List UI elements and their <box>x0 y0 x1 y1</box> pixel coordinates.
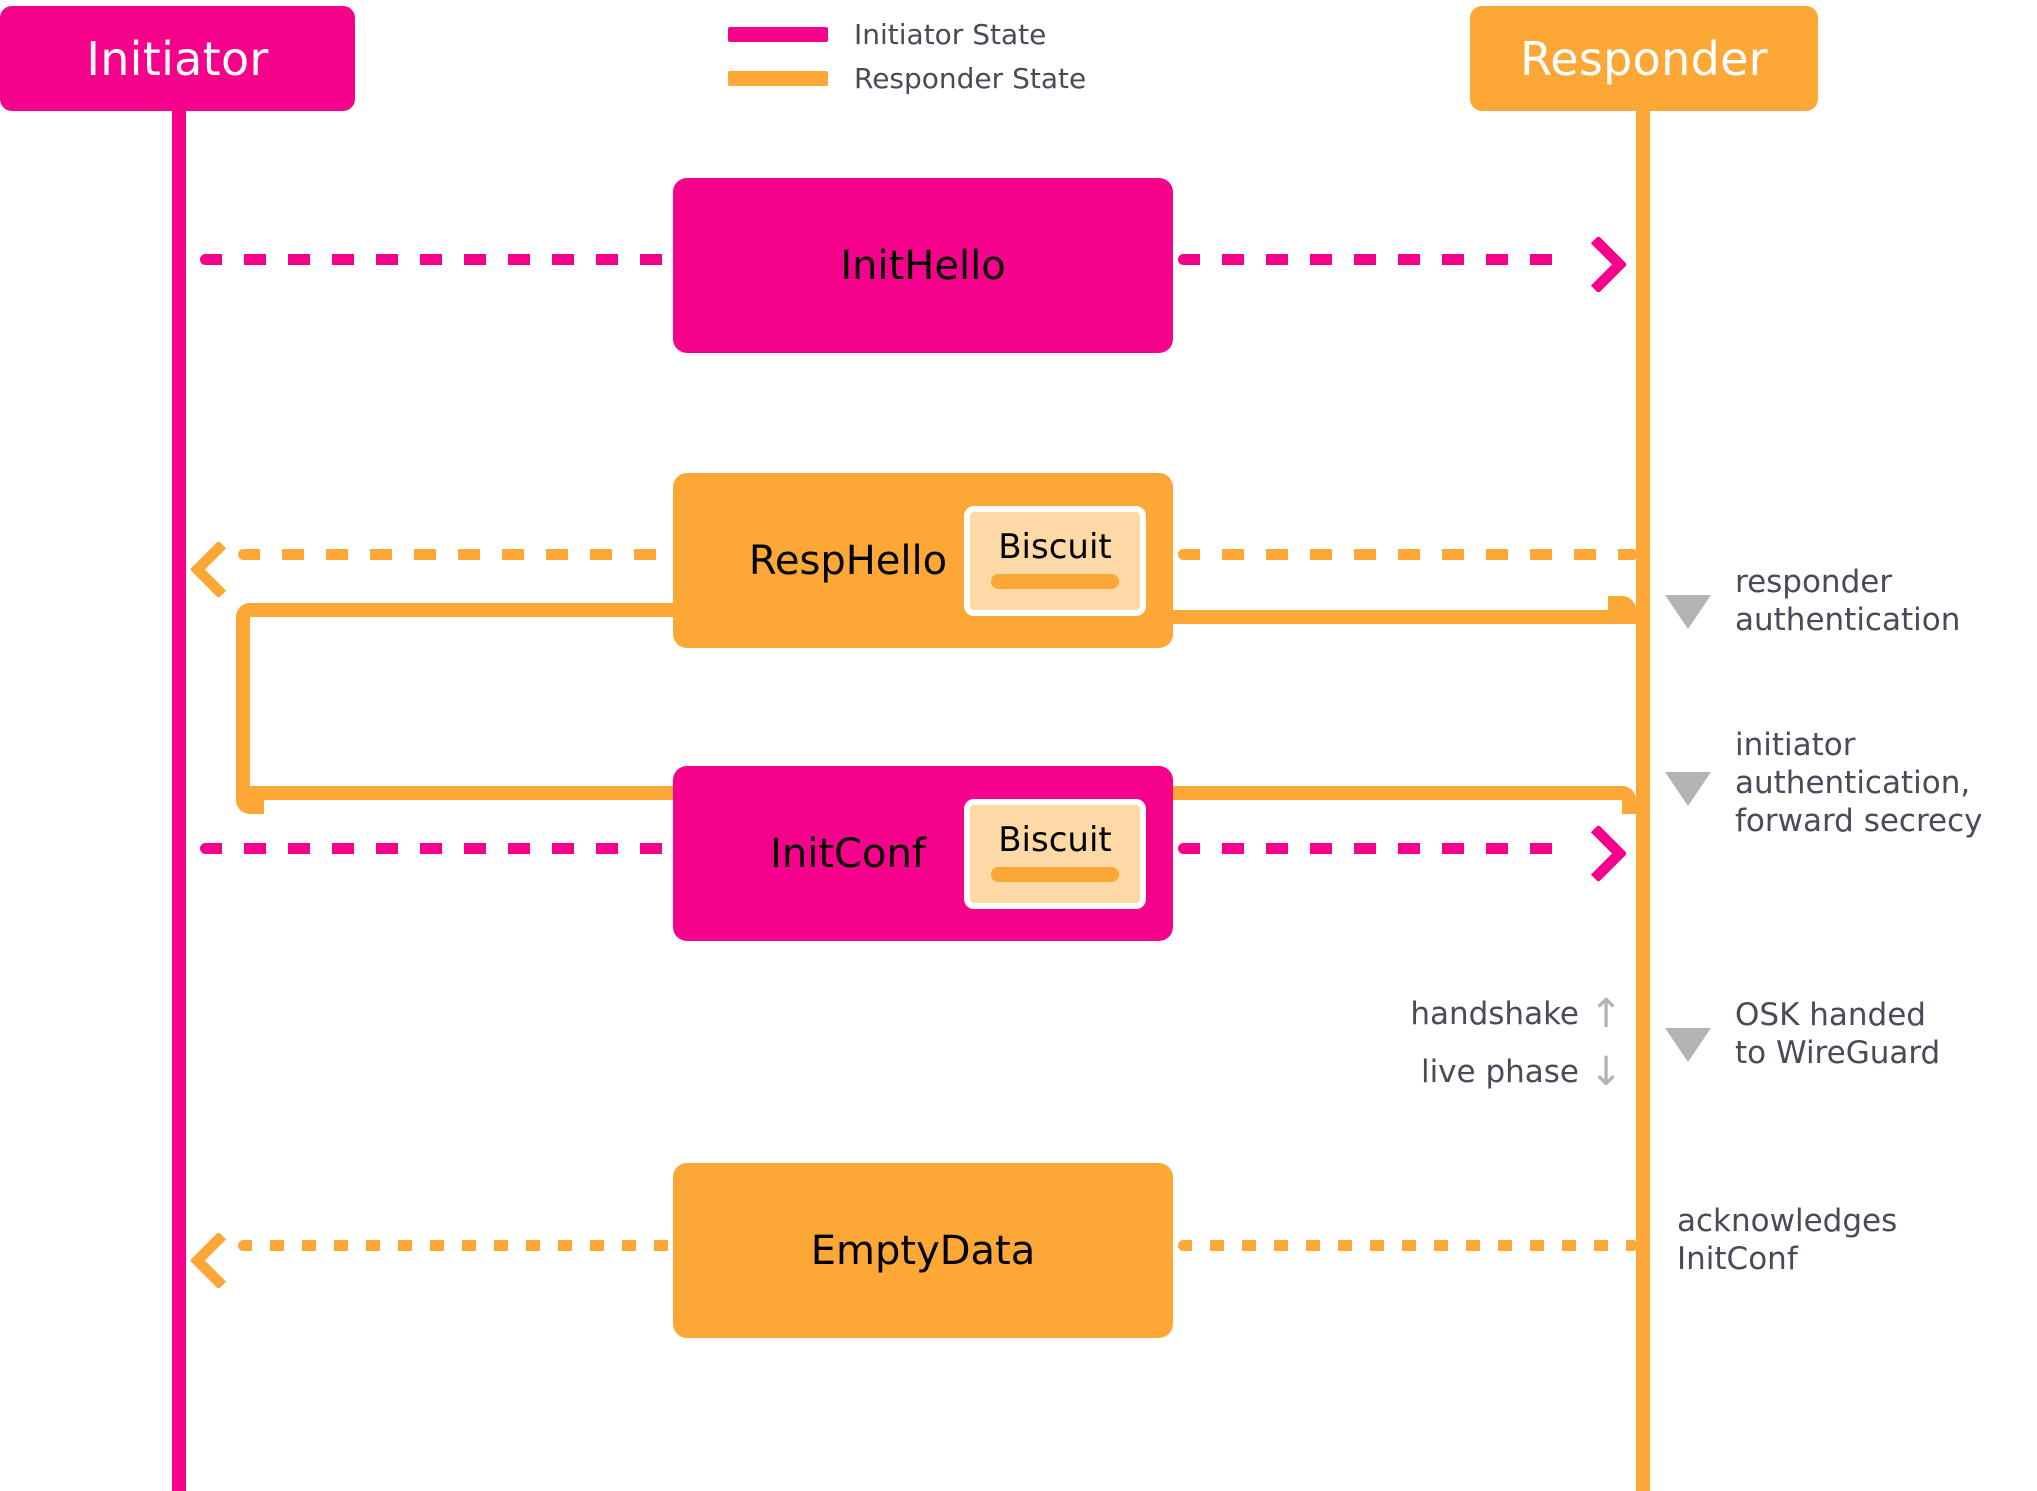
message-label-emptydata: EmptyData <box>810 1227 1036 1274</box>
message-label-inithello: InitHello <box>840 242 1006 289</box>
annotation-initiator-authentication: initiator authentication, forward secrec… <box>1735 727 1983 839</box>
emptydata-arrow-left <box>238 1240 672 1251</box>
legend-item-responder-state: Responder State <box>728 56 1148 100</box>
biscuit-label: Biscuit <box>998 527 1112 567</box>
message-box-initconf: InitConf Biscuit <box>673 766 1173 941</box>
initconf-arrow-right <box>1178 843 1558 854</box>
emptydata-arrowhead <box>189 1231 248 1290</box>
phase-label-live-phase: live phase <box>1420 1054 1579 1090</box>
initconf-arrowhead <box>1569 824 1628 883</box>
resphello-arrow-right <box>1178 549 1638 560</box>
initconf-arrow-left <box>200 843 672 854</box>
phase-row-handshake: handshake ↑ <box>1376 985 1623 1043</box>
inithello-arrow-right <box>1178 254 1558 265</box>
actor-initiator-label: Initiator <box>86 31 269 86</box>
inithello-arrow-left <box>200 254 672 265</box>
initconf-state-corner-right <box>1608 786 1636 814</box>
legend-swatch-pink <box>728 26 828 42</box>
arrow-down-icon: ↓ <box>1589 1049 1623 1095</box>
initconf-state-line-in <box>250 786 680 800</box>
inithello-arrowhead <box>1569 235 1628 294</box>
legend-label-initiator-state: Initiator State <box>854 17 1047 51</box>
legend-swatch-orange <box>728 70 828 86</box>
annotation-responder-authentication: responder authentication <box>1735 564 1961 638</box>
marker-triangle-initiator-auth <box>1665 772 1711 806</box>
biscuit-chip-resphello: Biscuit <box>964 505 1146 616</box>
actor-responder: Responder <box>1470 6 1818 111</box>
arrow-up-icon: ↑ <box>1589 991 1623 1037</box>
annotation-acknowledges-initconf: acknowledges InitConf <box>1677 1203 1898 1277</box>
biscuit-label: Biscuit <box>998 820 1112 860</box>
phase-divider-labels: handshake ↑ live phase ↓ <box>1376 985 1623 1101</box>
resphello-state-line-right <box>1173 610 1622 624</box>
biscuit-chip-initconf: Biscuit <box>964 798 1146 909</box>
message-box-emptydata: EmptyData <box>673 1163 1173 1338</box>
legend-label-responder-state: Responder State <box>854 61 1087 95</box>
message-label-initconf: InitConf <box>770 830 926 877</box>
message-box-inithello: InitHello <box>673 178 1173 353</box>
legend-item-initiator-state: Initiator State <box>728 12 1148 56</box>
resphello-arrowhead <box>189 540 248 599</box>
resphello-state-corner-b <box>236 786 264 814</box>
initconf-state-line-right <box>1173 786 1622 800</box>
resphello-arrow-left <box>238 549 672 560</box>
message-box-resphello: RespHello Biscuit <box>673 473 1173 648</box>
resphello-state-line-down <box>236 617 250 800</box>
emptydata-arrow-right <box>1178 1240 1638 1251</box>
phase-row-live: live phase ↓ <box>1376 1043 1623 1101</box>
biscuit-bar <box>991 867 1119 882</box>
resphello-state-line-out <box>250 603 680 617</box>
initiator-lifeline <box>172 60 186 1491</box>
actor-initiator: Initiator <box>0 6 355 111</box>
annotation-osk-handed-to-wireguard: OSK handed to WireGuard <box>1735 997 1941 1071</box>
actor-responder-label: Responder <box>1520 31 1768 86</box>
marker-triangle-responder-auth <box>1665 595 1711 629</box>
phase-label-handshake: handshake <box>1410 996 1579 1032</box>
resphello-state-corner-right <box>1608 596 1636 624</box>
biscuit-bar <box>991 574 1119 589</box>
initconf-state-line-down <box>1636 800 1650 1491</box>
message-label-resphello: RespHello <box>748 537 948 584</box>
marker-triangle-osk <box>1665 1028 1711 1062</box>
legend: Initiator State Responder State <box>728 12 1148 100</box>
